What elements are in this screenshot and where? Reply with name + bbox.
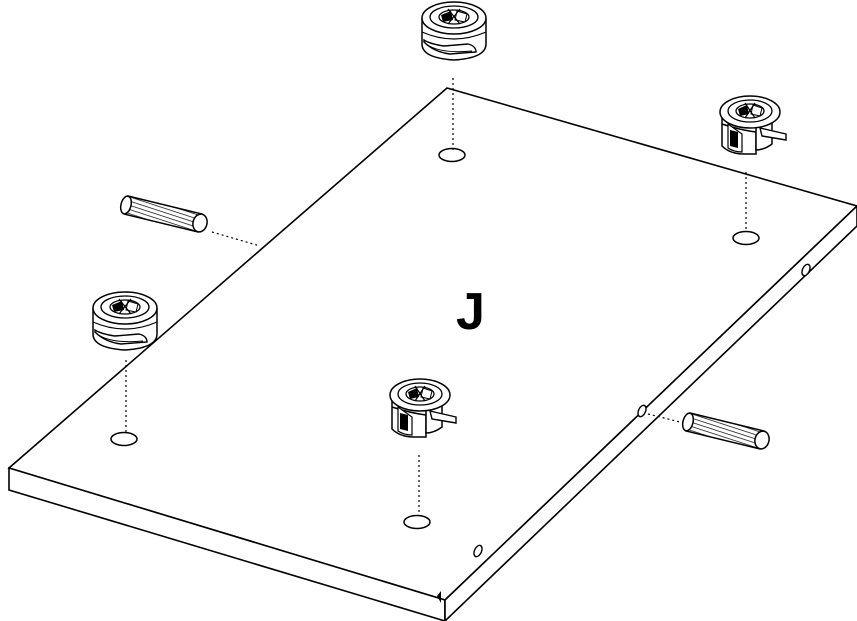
cam-lock (421, 1, 487, 61)
cam-lock (719, 95, 787, 155)
edge-hole (473, 544, 483, 558)
edge-holes (473, 263, 811, 558)
edge-hole (637, 404, 647, 418)
guide-lines (125, 78, 747, 515)
panel-right-edge (444, 204, 857, 621)
hole (110, 431, 138, 447)
panel-label: J (456, 283, 485, 341)
cam-holes (110, 147, 760, 530)
dowel (118, 194, 210, 235)
hole (438, 147, 466, 163)
dowel (680, 411, 772, 452)
guide-line (647, 413, 689, 425)
hole (403, 514, 431, 530)
panel-front-edge (8, 466, 446, 621)
guide-line (211, 231, 261, 247)
edge-hole (801, 263, 811, 277)
panel-board (7, 87, 857, 621)
cam-lock (92, 291, 158, 351)
hole (732, 230, 760, 246)
